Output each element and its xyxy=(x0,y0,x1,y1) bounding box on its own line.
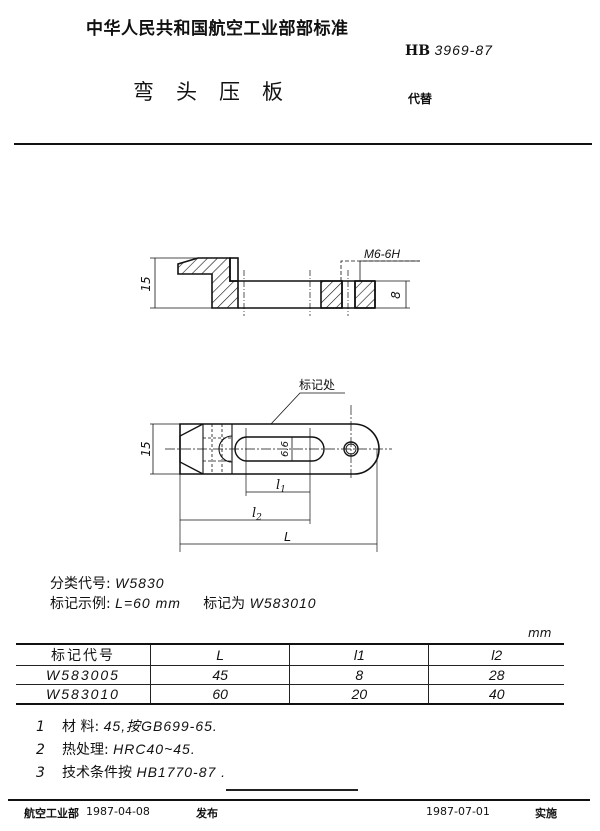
L-dim-label: L xyxy=(284,529,291,544)
cell-l2: 28 xyxy=(428,665,564,685)
marking-example-line: 标记示例: L=60 mm 标记为 W583010 xyxy=(50,593,317,613)
side-thickness-dim: 8 xyxy=(389,291,403,299)
dimension-table: 标记代号 L l1 l2 W583005 45 8 28 W583010 60 … xyxy=(16,643,564,705)
issue-label: 发布 xyxy=(196,807,218,820)
side-height-dim: 15 xyxy=(139,276,153,291)
cell-L: 60 xyxy=(149,684,290,704)
table-row: W583010 60 20 40 xyxy=(16,684,564,704)
issuing-organization: 中华人民共和国航空工业部部标准 xyxy=(86,19,349,39)
l2-dim-label: l2 xyxy=(252,506,262,523)
example-mark-label: 标记为 xyxy=(203,596,246,612)
header-divider xyxy=(14,143,592,145)
note-value: HB1770-87 . xyxy=(136,764,227,780)
issue-date: 1987-04-08 xyxy=(86,805,150,818)
effective-label: 实施 xyxy=(535,807,557,820)
unit-label: mm xyxy=(528,626,552,640)
note-label: 材 料: xyxy=(62,719,100,735)
replaces-label: 代替 xyxy=(408,92,433,106)
note-label: 热处理: xyxy=(62,742,109,758)
cell-l1: 20 xyxy=(289,684,429,704)
header-l1: l1 xyxy=(289,644,429,666)
classification-line: 分类代号: W5830 xyxy=(50,573,165,593)
slot-width-dim: 6.6 xyxy=(280,441,291,457)
standard-number: HB 3969-87 xyxy=(405,42,493,59)
side-view xyxy=(150,257,420,316)
note-label: 技术条件按 xyxy=(62,765,132,781)
marking-location-label: 标记处 xyxy=(299,378,335,392)
note-value: HRC40~45. xyxy=(113,741,196,757)
classification-label: 分类代号: xyxy=(50,576,111,592)
effective-date: 1987-07-01 xyxy=(426,805,490,818)
end-rule xyxy=(226,789,358,791)
table-header-row: 标记代号 L l1 l2 xyxy=(16,644,564,666)
thread-callout: M6-6H xyxy=(364,247,400,261)
standard-prefix: HB xyxy=(405,43,431,59)
header-mark-code: 标记代号 xyxy=(51,647,115,663)
cell-code: W583010 xyxy=(46,686,120,702)
cell-L: 45 xyxy=(149,665,290,685)
top-view xyxy=(150,392,392,552)
cell-l2: 40 xyxy=(428,684,564,704)
header-l2: l2 xyxy=(428,644,564,666)
cell-l1: 8 xyxy=(289,665,429,685)
classification-value: W5830 xyxy=(115,575,165,591)
table-row: W583005 45 8 28 xyxy=(16,665,564,685)
footer-divider xyxy=(8,799,590,801)
standard-code: 3969-87 xyxy=(434,42,493,58)
header-L: L xyxy=(149,644,290,666)
example-value: L=60 mm xyxy=(115,595,181,611)
example-label: 标记示例: xyxy=(50,596,111,612)
document-title: 弯头压板 xyxy=(133,80,305,104)
example-mark-value: W583010 xyxy=(249,595,317,611)
note-value: 45,按GB699-65. xyxy=(103,718,218,734)
issuer: 航空工业部 xyxy=(24,807,79,820)
cell-code: W583005 xyxy=(46,667,120,683)
l1-dim-label: l1 xyxy=(276,478,286,495)
top-width-dim: 15 xyxy=(139,441,153,456)
